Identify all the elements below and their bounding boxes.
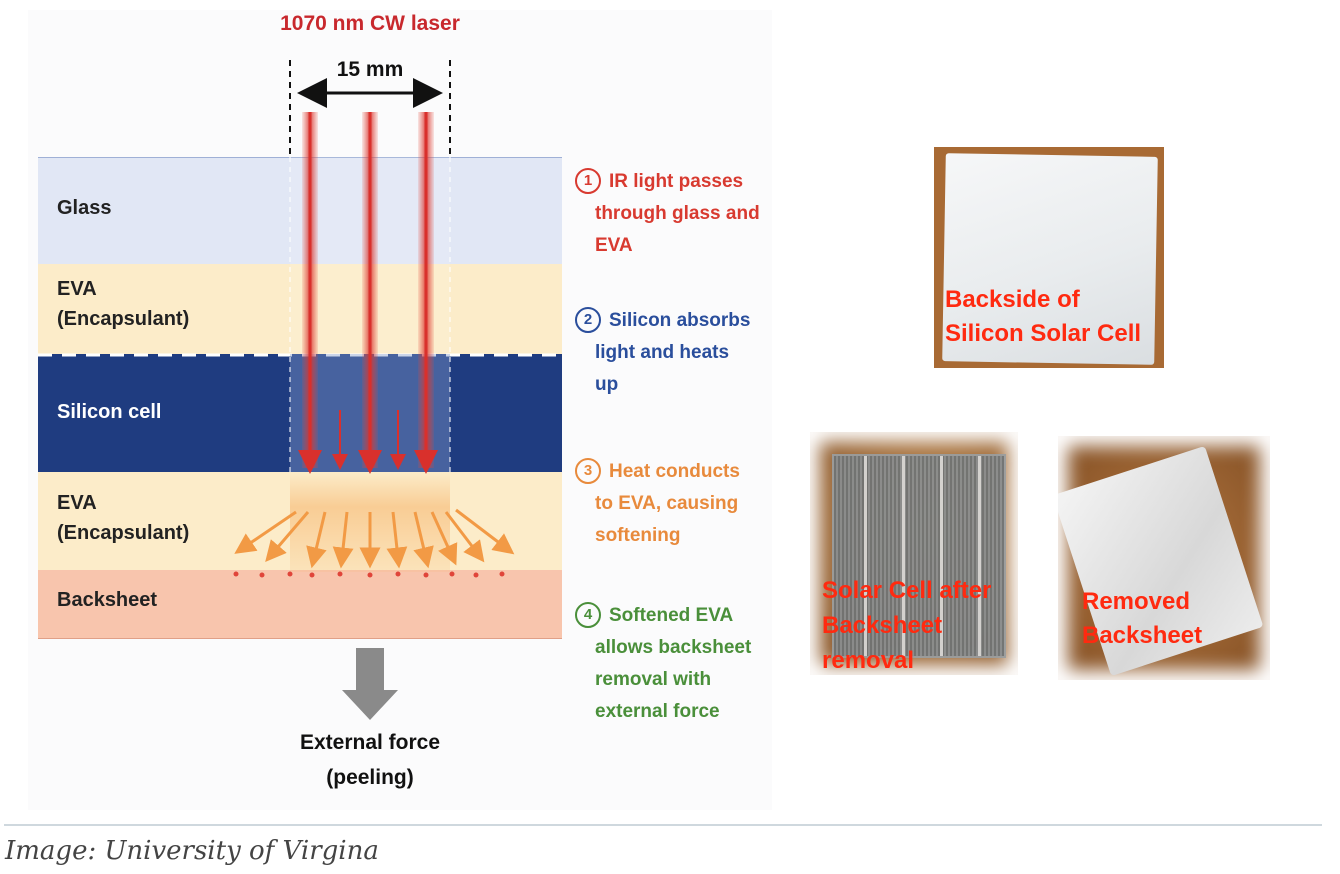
eva-top-label: EVA (Encapsulant) (57, 278, 190, 330)
step-number-icon: 1 (575, 168, 601, 194)
caption-divider (4, 824, 1322, 826)
image-credit: Image: University of Virgina (5, 836, 379, 866)
eva-bottom-label: EVA (Encapsulant) (57, 492, 190, 544)
backside-caption: Backside of Silicon Solar Cell (945, 286, 1142, 347)
eva-top-layer (38, 264, 562, 354)
removed-backsheet-caption: Removed Backsheet (1082, 588, 1203, 649)
step-number-icon: 4 (575, 602, 601, 628)
width-label: 15 mm (336, 58, 404, 81)
laser-label: 1070 nm CW laser (280, 12, 460, 35)
cell-after-removal-caption: Solar Cell after Backsheet removal (822, 577, 992, 674)
force-label: External force (peeling) (299, 731, 441, 789)
backsheet-layer (38, 570, 562, 639)
removed-backsheet-photo (1058, 436, 1270, 680)
softened-interface (233, 571, 505, 578)
heat-arrows (234, 508, 515, 569)
glass-layer (38, 157, 562, 265)
force-arrow (342, 648, 398, 720)
silicon-label: Silicon cell (57, 401, 162, 423)
figure: 1070 nm CW laser 15 mm Glass EVA (Encaps… (38, 12, 1270, 789)
cell-after-removal-photo (810, 432, 1018, 675)
solar-cell-grid (832, 454, 1006, 658)
step-number-icon: 2 (575, 307, 601, 333)
laser-beams (298, 112, 438, 474)
step-number-icon: 3 (575, 458, 601, 484)
backside-photo (934, 147, 1164, 368)
diagram-graphics (38, 60, 562, 720)
glass-label: Glass (57, 197, 112, 219)
backsheet-label: Backsheet (57, 589, 158, 611)
